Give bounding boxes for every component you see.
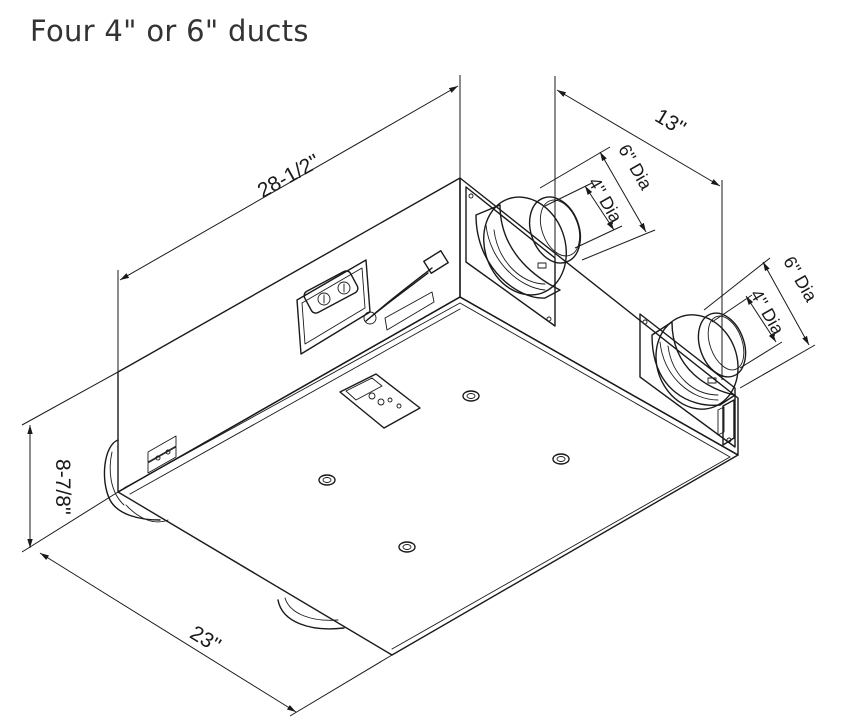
dimension-depth-label: 13'' [651, 104, 690, 140]
unit-body [117, 177, 739, 656]
electrical-panel [296, 259, 371, 355]
latch-right [717, 399, 735, 446]
duct-plate-top [465, 186, 556, 327]
dimension-width-label: 23'' [186, 621, 225, 657]
dimension-height: 8-7/8'' [21, 371, 119, 553]
mounting-grommets [318, 390, 570, 553]
duct-collar-bottom [277, 597, 345, 630]
duct-top-large-label: 6'' Dia [614, 141, 656, 194]
page-title: Four 4" or 6" ducts [30, 14, 309, 48]
duct-side-large-label: 6'' Dia [779, 253, 821, 306]
dimension-width: 23'' [39, 552, 393, 717]
duct-side-small-label: 4'' Dia [746, 286, 788, 339]
duct-collar-top [475, 196, 582, 299]
control-module [339, 373, 421, 429]
dimension-length: 28-1/2'' [117, 75, 461, 372]
power-cord-icon [363, 250, 449, 331]
dimension-height-label: 8-7/8'' [51, 459, 74, 515]
duct-collar-side [651, 312, 747, 410]
dimension-length-label: 28-1/2'' [254, 150, 324, 203]
duct-top-small-label: 4'' Dia [584, 174, 626, 227]
hinge-left [147, 435, 177, 474]
dimension-duct-top: 6'' Dia 4'' Dia [539, 141, 657, 261]
duct-collar-left [103, 439, 169, 523]
